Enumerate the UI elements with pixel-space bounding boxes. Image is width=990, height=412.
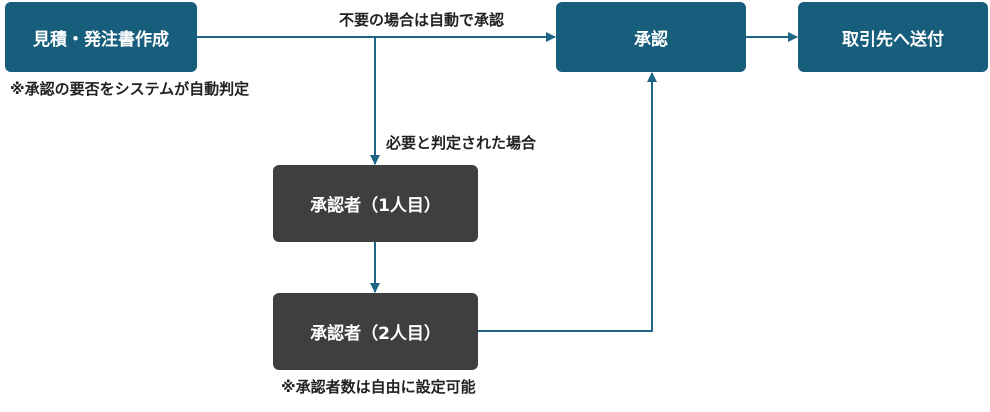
node-send-to-partner: 取引先へ送付 [798, 2, 988, 72]
edge-label-needed: 必要と判定された場合 [386, 134, 537, 152]
node-approve: 承認 [556, 2, 746, 72]
node-approver-1: 承認者（1人目） [273, 165, 478, 242]
node-create-document: 見積・発注書作成 [5, 2, 197, 72]
note-auto-judge: ※承認の要否をシステムが自動判定 [10, 80, 250, 98]
edge-approver2-to-approve [478, 72, 657, 332]
note-approver-count: ※承認者数は自由に設定可能 [281, 378, 476, 396]
edge-label-skip: 不要の場合は自動で承認 [339, 11, 505, 29]
node-approver-2: 承認者（2人目） [273, 293, 478, 370]
